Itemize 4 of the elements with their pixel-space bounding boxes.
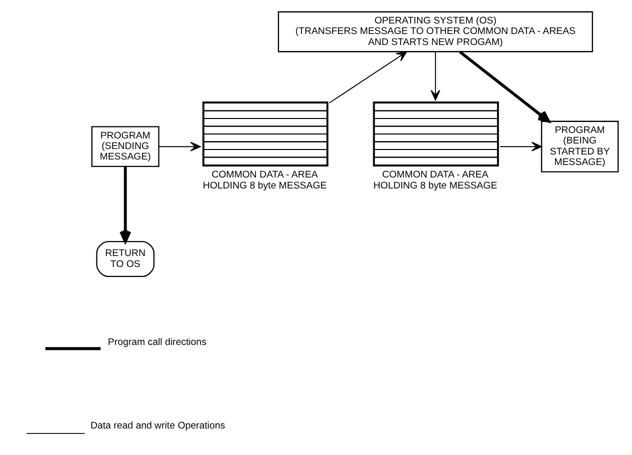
node-label: COMMON DATA - AREA HOLDING 8 byte MESSAGE (372, 170, 497, 192)
legend-label: Data read and write Operations (90, 420, 225, 432)
legend-label: Program call directions (107, 337, 206, 348)
node-label: COMMON DATA - AREA HOLDING 8 byte MESSAGE (202, 170, 326, 192)
